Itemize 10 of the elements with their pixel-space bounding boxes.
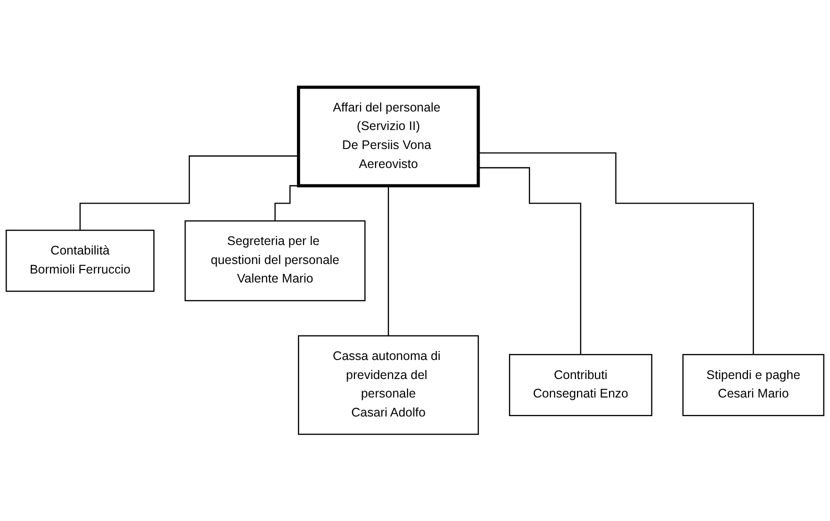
connector [388,184,389,336]
node-box: Affari del personale (Servizio II) De Persiis Vona Aereovisto [296,85,480,188]
node-box: Cassa autonoma di previdenza del personale Casari Adolfo [298,334,479,435]
connector [478,166,582,355]
node-box: Contabilità Bormioli Ferruccio [6,229,154,292]
node-box: Contributi Consegnati Enzo [508,354,652,416]
node-box: Segreteria per le questioni del personale Valente Mario [184,220,366,301]
connector [80,155,299,231]
node-box: Stipendi e paghe Cesari Mario [682,354,824,416]
connector [478,152,754,355]
